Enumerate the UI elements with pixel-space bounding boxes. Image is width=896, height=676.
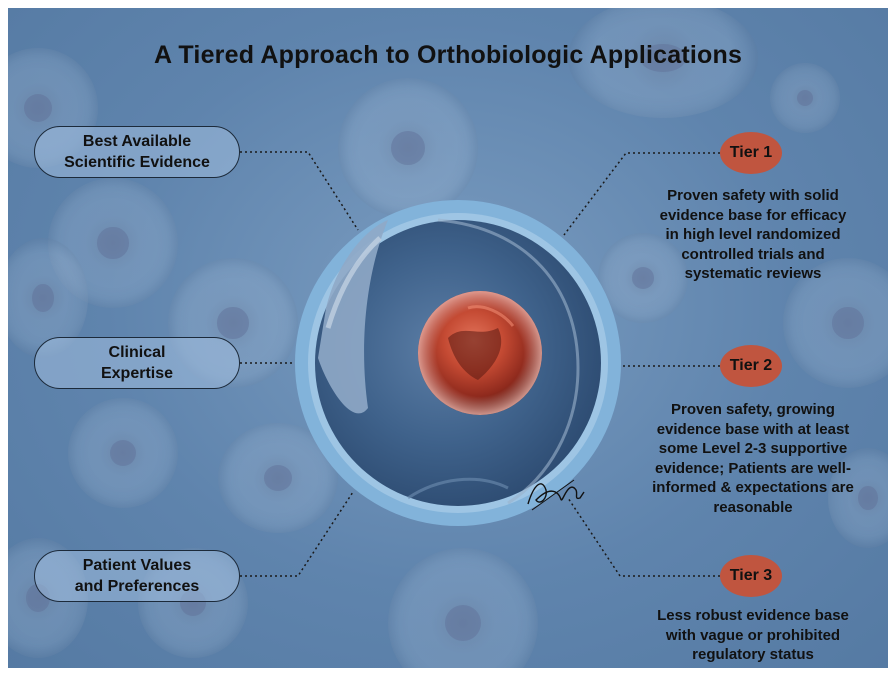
tier-3-badge: Tier 3 [720,555,782,597]
pillar-best-available-evidence: Best Available Scientific Evidence [34,126,240,178]
connector-patient-values [240,492,353,576]
infographic-canvas: A Tiered Approach to Orthobiologic Appli… [8,8,888,668]
tier-2-description: Proven safety, growing evidence base wit… [624,400,882,517]
tier-2-badge: Tier 2 [720,345,782,387]
pillar-clinical-expertise: Clinical Expertise [34,337,240,389]
connector-best-evidence [240,152,358,230]
page-title: A Tiered Approach to Orthobiologic Appli… [8,41,888,70]
pillar-patient-values: Patient Values and Preferences [34,550,240,602]
tier-1-badge: Tier 1 [720,132,782,174]
artist-signature [524,470,586,514]
tier-1-description: Proven safety with solid evidence base f… [628,186,878,284]
tier-3-description: Less robust evidence base with vague or … [628,606,878,665]
